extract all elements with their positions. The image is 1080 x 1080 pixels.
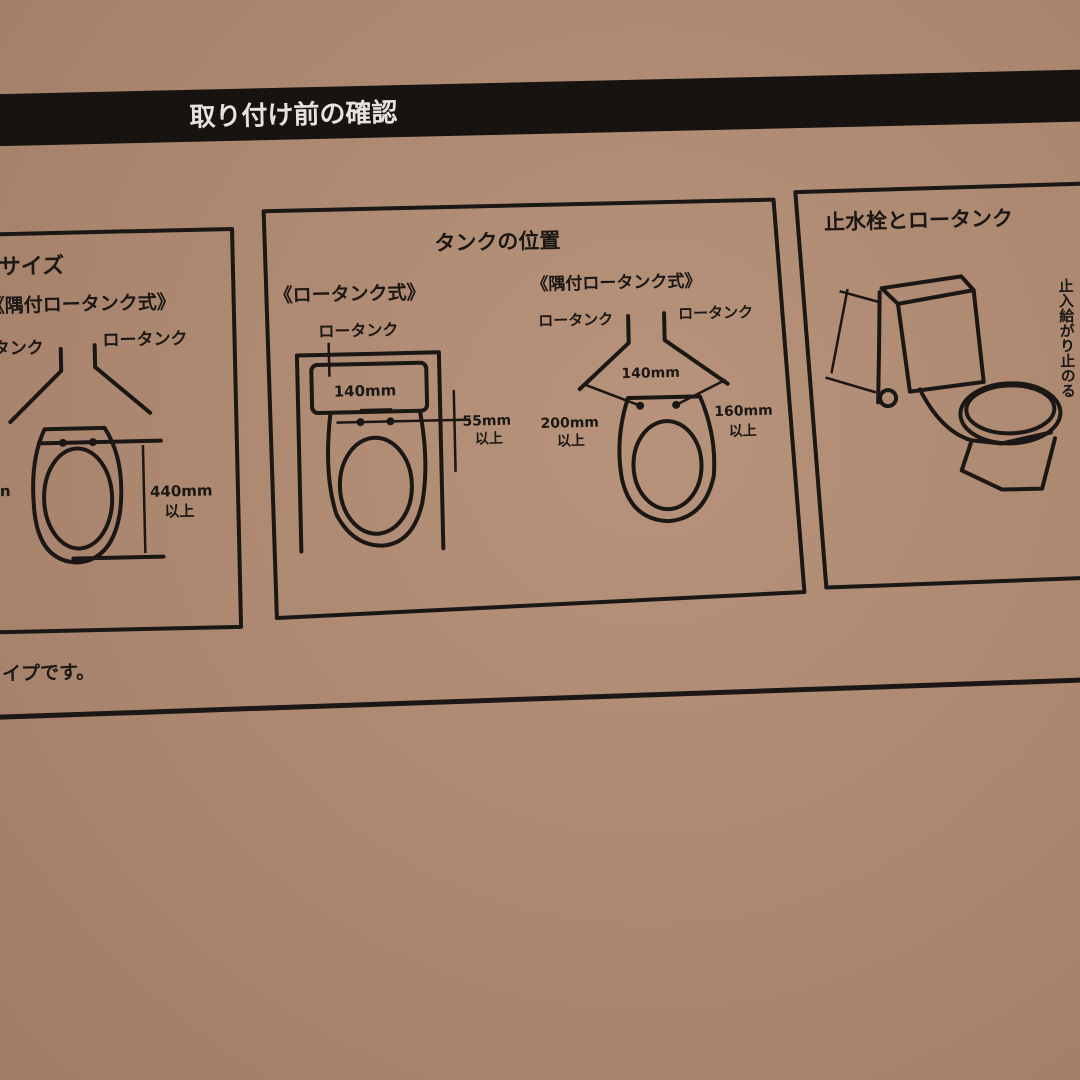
left-panel: サイズ 《隅付ロータンク式》 ロータンク ロータンク 440mm 以上 n: [0, 226, 244, 635]
left-dimension: 440mm: [150, 481, 213, 500]
right-panel-title: 止水栓とロータンク: [824, 206, 1013, 234]
right-panel: 止水栓とロータンク 止入給がり止のる: [793, 181, 1080, 590]
middle-panel: タンクの位置 《ロータンク式》 ロータンク 140mm 55mm 以上 《隅付ロ…: [261, 197, 807, 621]
middle-panel-title: タンクの位置: [434, 228, 561, 255]
corner-right-note: 以上: [729, 423, 757, 440]
corner-left-note: 以上: [557, 433, 585, 450]
low-tank-subtitle: 《ロータンク式》: [273, 281, 425, 307]
left-panel-title: サイズ: [0, 253, 64, 280]
left-partial-label: n: [0, 482, 11, 500]
corner-tank-right-label: ロータンク: [678, 303, 753, 323]
left-dimension-note: 以上: [164, 502, 194, 521]
corner-left-dim: 200mm: [540, 415, 599, 432]
left-panel-subtitle: 《隅付ロータンク式》: [0, 290, 176, 317]
low-tank-label: ロータンク: [318, 320, 398, 341]
footnote: イプです。: [2, 660, 96, 685]
header-bar: [0, 69, 1080, 147]
header-title: 取り付け前の確認: [189, 97, 398, 133]
corner-right-dim: 160mm: [714, 403, 773, 420]
low-tank-width: 140mm: [334, 381, 397, 400]
right-tank-label: ロータンク: [102, 329, 187, 351]
corner-tank-width: 140mm: [621, 365, 680, 382]
left-tank-label: ロータンク: [0, 338, 44, 360]
low-tank-gap-note: 以上: [475, 431, 503, 448]
divider-line: [0, 676, 1080, 721]
low-tank-gap: 55mm: [462, 413, 511, 430]
corner-tank-left-label: ロータンク: [538, 310, 613, 330]
corner-tank-subtitle: 《隅付ロータンク式》: [531, 270, 701, 295]
toilet-illustration: [825, 274, 1063, 492]
right-panel-side-text: 止入給がり止のる: [1056, 277, 1077, 398]
